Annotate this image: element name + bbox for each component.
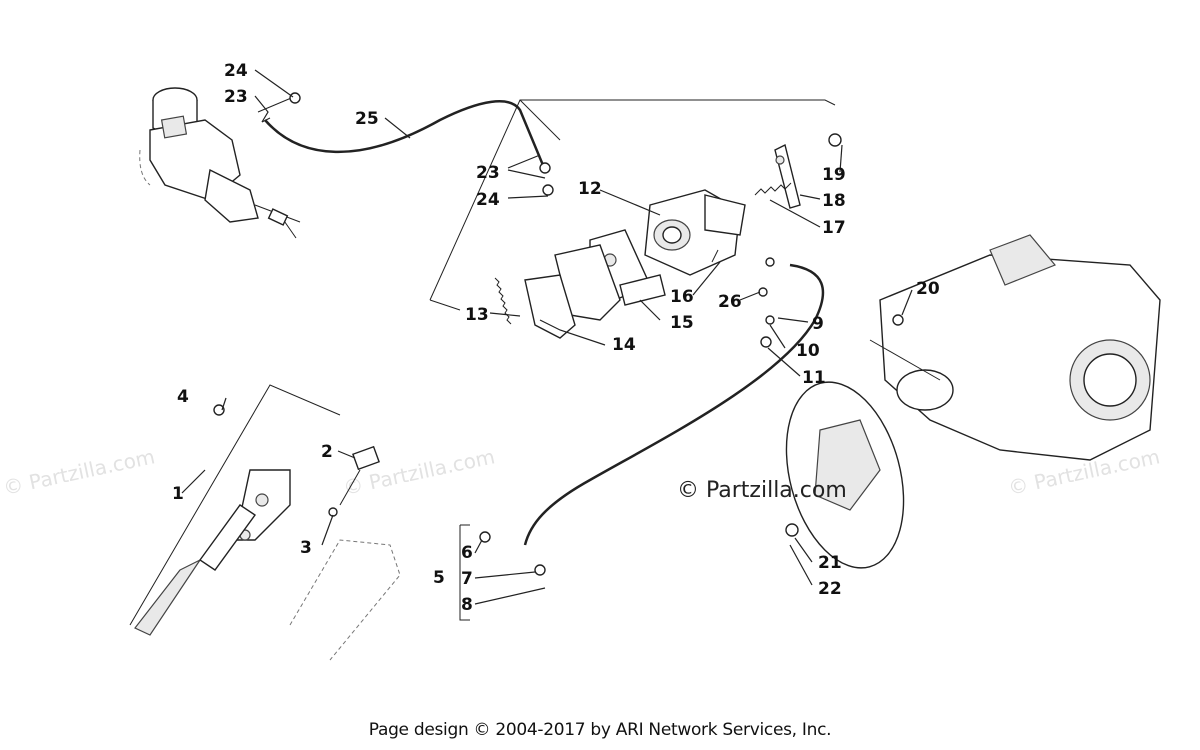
callout-2: 2 bbox=[321, 442, 333, 462]
callout-6: 6 bbox=[461, 543, 473, 563]
frame-ghost bbox=[289, 539, 401, 661]
callout-3: 3 bbox=[300, 538, 312, 558]
banjo-bolt[interactable] bbox=[542, 184, 554, 196]
washer-7[interactable] bbox=[534, 564, 546, 576]
callout-16: 16 bbox=[670, 287, 694, 307]
callout-23-mid: 23 bbox=[476, 163, 500, 183]
callout-18: 18 bbox=[822, 191, 846, 211]
callout-20: 20 bbox=[916, 279, 940, 299]
callout-26: 26 bbox=[718, 292, 742, 312]
bolt-4[interactable] bbox=[213, 404, 225, 416]
callout-12: 12 bbox=[578, 179, 602, 199]
screw-16[interactable] bbox=[711, 249, 719, 263]
caliper-lever[interactable] bbox=[774, 143, 801, 209]
gear-case bbox=[869, 234, 1161, 461]
callout-7: 7 bbox=[461, 569, 473, 589]
bolt-20[interactable] bbox=[892, 314, 904, 326]
callout-14: 14 bbox=[612, 335, 636, 355]
banjo-bolt-top[interactable] bbox=[289, 92, 301, 104]
callout-10: 10 bbox=[796, 341, 820, 361]
callout-23-top: 23 bbox=[224, 87, 248, 107]
master-cylinder[interactable] bbox=[139, 87, 301, 239]
callout-5: 5 bbox=[433, 568, 445, 588]
bolt-21[interactable] bbox=[785, 523, 799, 537]
callout-22: 22 bbox=[818, 579, 842, 599]
hand-brake-lever[interactable] bbox=[134, 469, 291, 636]
spring-17[interactable] bbox=[754, 182, 792, 196]
return-spring-13[interactable] bbox=[494, 277, 512, 325]
callout-21: 21 bbox=[818, 553, 842, 573]
brake-cable[interactable] bbox=[523, 263, 825, 546]
callout-11: 11 bbox=[802, 368, 826, 388]
nut-11[interactable] bbox=[760, 336, 772, 348]
leader-lines bbox=[181, 69, 913, 605]
callout-1: 1 bbox=[172, 484, 184, 504]
callout-24-mid: 24 bbox=[476, 190, 500, 210]
bolt-6[interactable] bbox=[479, 531, 491, 543]
callout-13: 13 bbox=[465, 305, 489, 325]
brake-hose[interactable] bbox=[264, 100, 547, 171]
screw-3[interactable] bbox=[328, 507, 338, 517]
bolt-26[interactable] bbox=[758, 287, 768, 297]
clamp-9[interactable] bbox=[765, 315, 775, 325]
callout-4: 4 bbox=[177, 387, 189, 407]
callout-25: 25 bbox=[355, 109, 379, 129]
partzilla-copyright: © Partzilla.com bbox=[677, 478, 847, 503]
callout-24-top: 24 bbox=[224, 61, 248, 81]
crush-washer[interactable] bbox=[539, 162, 551, 174]
page-footer: Page design © 2004-2017 by ARI Network S… bbox=[368, 720, 832, 740]
brake-pad[interactable] bbox=[524, 274, 576, 339]
callout-19: 19 bbox=[822, 165, 846, 185]
nut-19[interactable] bbox=[828, 133, 842, 147]
callout-17: 17 bbox=[822, 218, 846, 238]
brake-disc[interactable] bbox=[767, 369, 922, 581]
watermark-left: © Partzilla.com bbox=[1, 444, 157, 500]
callout-9: 9 bbox=[812, 314, 824, 334]
callout-8: 8 bbox=[461, 595, 473, 615]
callout-15: 15 bbox=[670, 313, 694, 333]
callout-labels: 1 2 3 4 5 6 7 8 9 10 11 12 13 14 15 16 1… bbox=[172, 61, 940, 615]
brake-switch[interactable] bbox=[339, 445, 380, 506]
